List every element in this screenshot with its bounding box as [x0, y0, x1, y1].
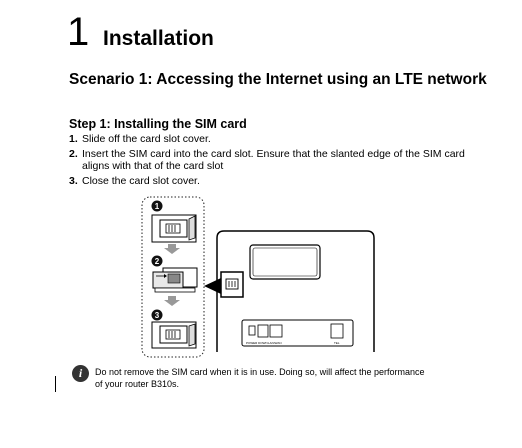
step-text: Close the card slot cover.	[82, 174, 200, 187]
port-label-tel: TEL	[334, 341, 340, 345]
step-text: Slide off the card slot cover.	[82, 133, 211, 145]
pointer-arrow-icon	[204, 278, 221, 294]
step-text: Insert the SIM card into the card slot. …	[82, 147, 465, 173]
step-number: 1.	[69, 133, 78, 145]
step2-illustration: 2	[151, 255, 198, 293]
callout-3: 3	[155, 311, 160, 320]
chapter-number: 1	[67, 10, 90, 54]
callout-3-circle	[151, 309, 163, 321]
scenario-title: Scenario 1: Accessing the Internet using…	[69, 71, 487, 88]
callout-2-circle	[151, 255, 163, 267]
callout-1-circle	[151, 200, 163, 212]
step3-illustration: 3	[151, 309, 197, 349]
callout-2: 2	[155, 257, 160, 266]
step1-illustration: 1	[151, 200, 197, 243]
step-number: 3.	[69, 174, 78, 187]
step-list: 1. Slide off the card slot cover. 2. Inser…	[69, 133, 469, 189]
step-number: 2.	[69, 147, 78, 160]
list-item: 3. Close the card slot cover.	[69, 175, 469, 188]
list-item: 2. Insert the SIM card into the card slot…	[69, 148, 469, 173]
text-cursor	[55, 376, 56, 392]
router-window	[249, 244, 321, 280]
router-illustration: POWER DOWN LAN/WAN TEL	[216, 230, 375, 352]
down-arrow-icon	[164, 244, 180, 254]
list-item: 1. Slide off the card slot cover.	[69, 133, 469, 146]
port-label-power: POWER DOWN	[246, 341, 268, 345]
step-title: Step 1: Installing the SIM card	[69, 117, 247, 131]
chapter-title: Installation	[103, 27, 214, 50]
note-text: Do not remove the SIM card when it is in…	[95, 367, 425, 389]
callout-1: 1	[155, 202, 160, 211]
down-arrow-icon	[164, 296, 180, 306]
steps-frame	[141, 196, 205, 358]
info-icon: i	[72, 365, 89, 382]
port-label-lan: LAN/WAN	[268, 341, 282, 345]
